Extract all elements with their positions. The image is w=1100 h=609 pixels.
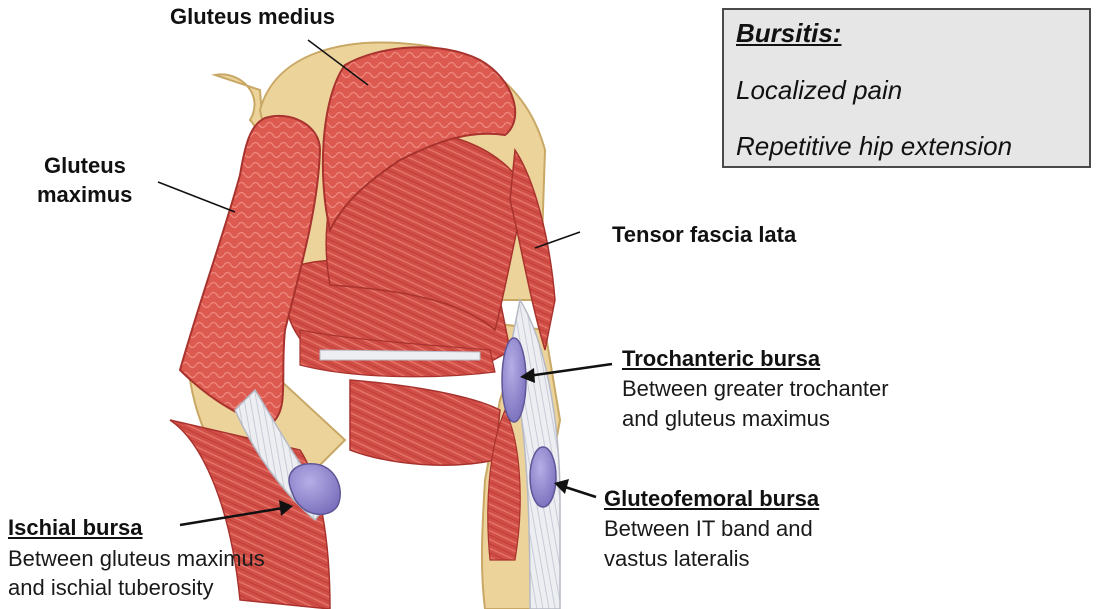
gluteofemoral-bursa-desc2: vastus lateralis — [604, 546, 750, 571]
ischial-bursa-shape — [288, 462, 341, 516]
gluteus-medius-label: Gluteus medius — [170, 4, 336, 29]
ischial-arrow-line — [179, 506, 284, 527]
gluteus-maximus-label-line1: Gluteus — [44, 153, 126, 178]
tensor-fascia-lata-muscle — [509, 147, 556, 351]
gluteofemoral-bursa-desc1: Between IT band and — [604, 516, 813, 541]
gluteofemoral-arrowhead — [554, 479, 569, 494]
trochanteric-bursa-desc1: Between greater trochanter — [622, 376, 889, 401]
trochanteric-bursa-desc2: and gluteus maximus — [622, 406, 830, 431]
trochanteric-bursa-title: Trochanteric bursa — [622, 346, 821, 371]
ischial-arrowhead — [279, 500, 293, 516]
trochanteric-arrowhead — [520, 368, 535, 383]
quadratus-femoris-muscle — [349, 379, 501, 466]
bursitis-symptom-2: Repetitive hip extension — [736, 131, 1013, 161]
gluteofemoral-bursa-shape — [529, 446, 557, 508]
ischial-bursa-title: Ischial bursa — [8, 515, 143, 540]
gluteus-medius-muscle — [321, 46, 517, 233]
leader-lines — [157, 39, 581, 249]
bursae — [288, 337, 557, 516]
gluteus-maximus-leader — [157, 181, 236, 213]
ischial-bursa-desc1: Between gluteus maximus — [8, 546, 265, 571]
tensor-fascia-lata-leader — [534, 231, 581, 249]
gluteus-medius-leader — [307, 39, 369, 86]
gluteofemoral-arrow-line — [561, 484, 597, 499]
trochanteric-bursa-shape — [501, 337, 527, 423]
gluteofemoral-bursa-title: Gluteofemoral bursa — [604, 486, 820, 511]
muscles — [169, 46, 556, 609]
bursitis-info-box: Bursitis: Localized pain Repetitive hip … — [722, 8, 1091, 168]
obturator-tendon — [319, 349, 481, 361]
ischial-bursa-desc2: and ischial tuberosity — [8, 575, 214, 600]
vastus-lateralis-muscle — [487, 408, 521, 561]
gluteus-maximus-label-line2: maximus — [37, 182, 133, 207]
tensor-fascia-lata-label: Tensor fascia lata — [612, 222, 797, 247]
gluteus-maximus-muscle — [178, 114, 322, 427]
trochanteric-arrow-line — [527, 362, 613, 378]
arrows — [179, 362, 613, 527]
bursitis-title: Bursitis: — [736, 18, 842, 48]
bursitis-symptom-1: Localized pain — [736, 75, 903, 105]
gluteus-minimus-fan — [325, 129, 526, 332]
